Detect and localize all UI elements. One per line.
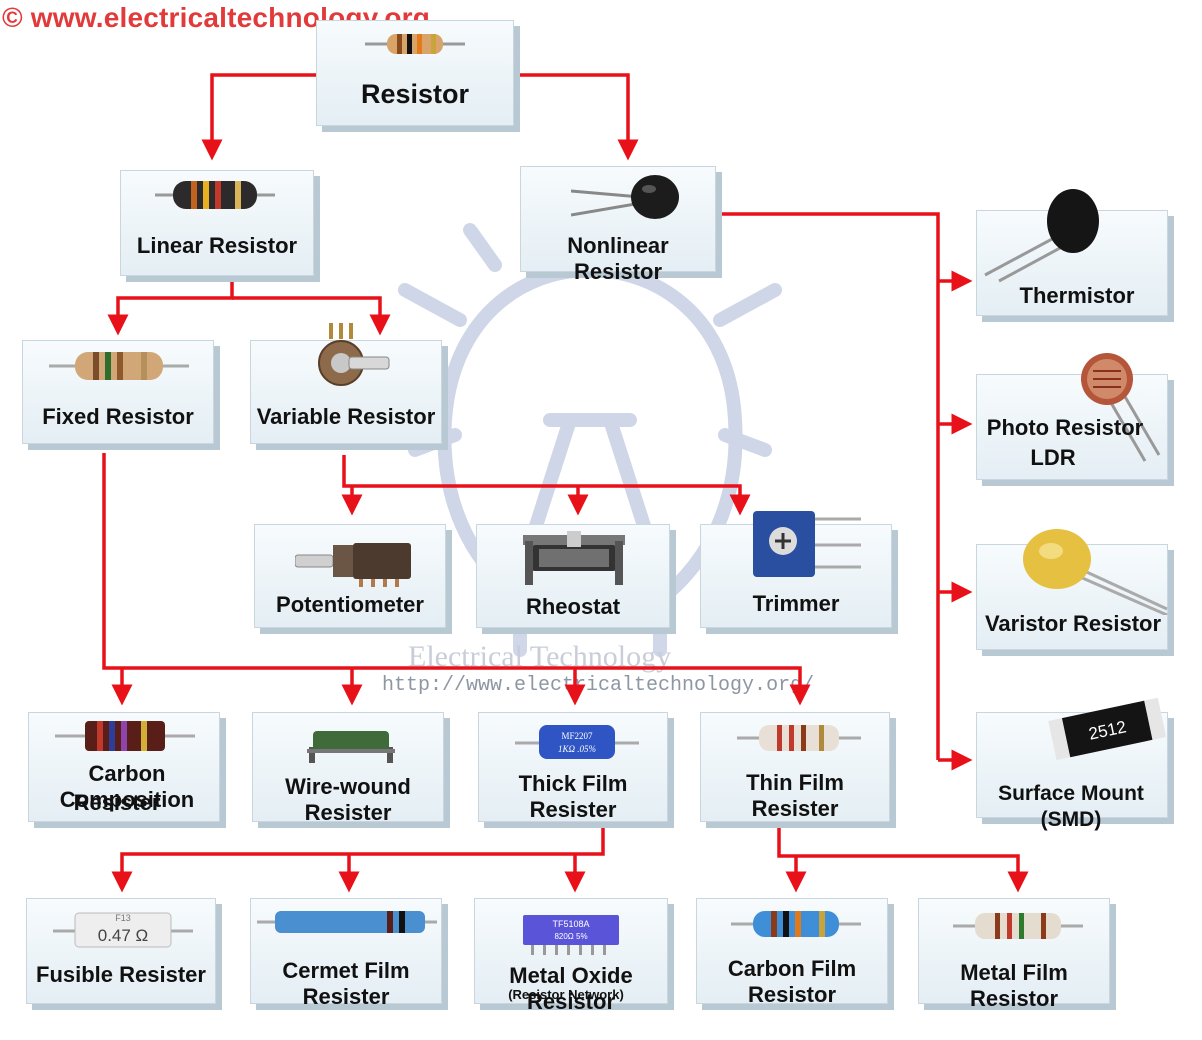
node-thick-film: MF2207 1KΩ .05% Thick Film Resister [478, 712, 668, 822]
node-carbon-composition-label-1: Carbon Composition [59, 761, 195, 812]
node-resistor: Resistor [316, 20, 514, 126]
resistor-icon [257, 911, 437, 933]
node-smd-label: Surface Mount (SMD) [998, 782, 1144, 831]
node-photo-label-2: LDR [1030, 445, 1076, 470]
node-nonlinear-resistor: Nonlinear Resistor [520, 166, 716, 284]
node-fixed-resistor: Fixed Resistor [22, 340, 214, 444]
node-resistor-label: Resistor [360, 79, 470, 109]
watermark-center-url: http://www.electricaltechnology.org/ [382, 674, 815, 697]
node-metal-oxide-label: Metal Oxide Resistor [509, 963, 633, 1014]
varistor-icon [1023, 529, 1168, 615]
node-linear-resistor: Linear Resistor [120, 170, 314, 276]
node-variable-label: Variable Resistor [256, 404, 436, 429]
resistor-icon [365, 34, 465, 54]
fusible-resistor-icon: F13 0.47 Ω [53, 912, 193, 948]
resistor-icon: MF2207 1KΩ .05% [515, 725, 639, 759]
thermistor-icon [571, 175, 679, 219]
node-smd: 2512 Surface Mount (SMD) [976, 697, 1168, 831]
node-potentiometer: Potentiometer [254, 524, 446, 628]
fusible-marking-value: 0.47 Ω [98, 926, 149, 945]
node-metal-film-label: Metal Film Resistor [960, 960, 1068, 1011]
node-fusible: F13 0.47 Ω Fusible Resister [26, 898, 216, 1004]
wire-wound-resistor-icon [307, 731, 395, 763]
node-cermet: Cermet Film Resister [250, 898, 442, 1009]
node-wire-wound-label: Wire-wound Resister [285, 774, 411, 825]
resistor-icon [737, 725, 861, 751]
node-carbon-film-label: Carbon Film Resistor [727, 956, 857, 1007]
node-metal-oxide-sublabel: (Resistor Network) [508, 987, 624, 1002]
node-carbon-composition-label-2: Resister [73, 790, 161, 815]
resistor-icon [953, 913, 1083, 939]
metal-oxide-marking-1: TF5108A [552, 919, 589, 929]
node-thin-film-label: Thin Film Resister [746, 770, 844, 821]
potentiometer-knob-icon [318, 323, 390, 386]
resistor-icon [155, 181, 275, 209]
node-rheostat-label: Rheostat [525, 594, 621, 619]
thermistor-icon [984, 189, 1099, 283]
node-metal-film: Metal Film Resistor [918, 898, 1110, 1011]
node-potentiometer-label: Potentiometer [276, 592, 424, 617]
node-metal-oxide: TF5108A 820Ω 5% Metal Oxide Resistor (Re… [474, 898, 668, 1014]
node-photo-resistor: Photo Resistor LDR [976, 353, 1168, 480]
potentiometer-icon [295, 543, 411, 587]
rheostat-icon [523, 531, 625, 585]
resistor-icon [49, 352, 189, 380]
thick-film-marking-1: MF2207 [561, 731, 593, 741]
node-cermet-label: Cermet Film Resister [282, 958, 410, 1009]
node-thick-film-label: Thick Film Resister [518, 771, 628, 822]
node-wire-wound: Wire-wound Resister [252, 712, 444, 825]
node-carbon-composition: Carbon Composition Resister [28, 712, 220, 822]
node-photo-label-1: Photo Resistor [986, 415, 1144, 440]
node-nonlinear-label: Nonlinear Resistor [567, 233, 669, 284]
node-trimmer: Trimmer [700, 511, 892, 628]
node-linear-label: Linear Resistor [136, 233, 298, 258]
node-thin-film: Thin Film Resister [700, 712, 890, 822]
node-rheostat: Rheostat [476, 524, 670, 628]
smd-chip-icon: 2512 [1048, 697, 1167, 761]
node-varistor: Varistor Resistor [976, 529, 1168, 650]
node-thermistor-label: Thermistor [1019, 283, 1135, 308]
resistor-network-icon: TF5108A 820Ω 5% [523, 915, 619, 955]
node-trimmer-label: Trimmer [752, 591, 840, 616]
node-carbon-film: Carbon Film Resistor [696, 898, 888, 1007]
node-fusible-label: Fusible Resister [36, 962, 206, 987]
resistor-icon [731, 911, 861, 937]
metal-oxide-marking-2: 820Ω 5% [554, 932, 587, 941]
thick-film-marking-2: 1KΩ .05% [558, 744, 596, 754]
trimmer-icon [753, 511, 861, 577]
ldr-icon [1081, 353, 1161, 462]
node-varistor-label: Varistor Resistor [984, 611, 1162, 636]
node-fixed-label: Fixed Resistor [42, 404, 194, 429]
fusible-marking-top: F13 [115, 913, 131, 923]
node-variable-resistor: Variable Resistor [250, 323, 442, 444]
resistor-icon [55, 721, 195, 751]
node-thermistor: Thermistor [976, 189, 1168, 316]
